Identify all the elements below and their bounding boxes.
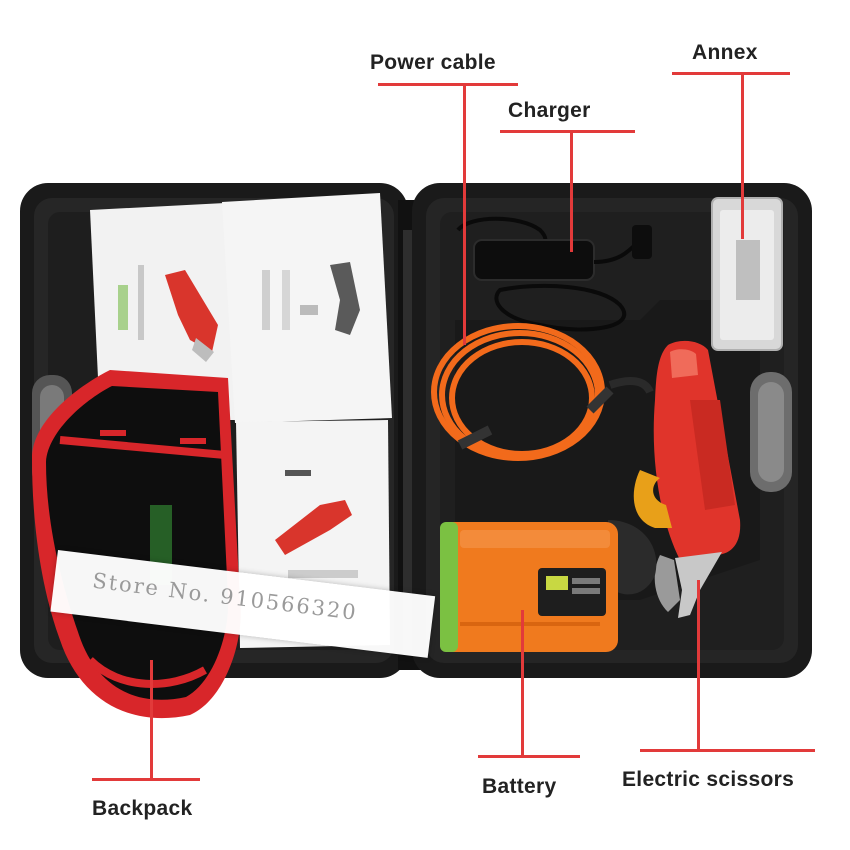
annex-leader <box>741 74 744 239</box>
power-cable-coil <box>431 323 654 461</box>
power-cable-underline <box>378 83 518 86</box>
power-cable-leader <box>463 85 466 345</box>
electric-scissors <box>605 340 741 618</box>
annex-box <box>711 197 783 351</box>
charger-underline <box>500 130 635 133</box>
backpack-underline <box>92 778 200 781</box>
manual-2 <box>222 193 392 423</box>
label-backpack: Backpack <box>92 797 193 820</box>
label-electric-scissors: Electric scissors <box>622 768 795 791</box>
label-power-cable: Power cable <box>370 51 496 74</box>
charger-leader <box>570 132 573 252</box>
battery-underline <box>478 755 580 758</box>
battery-leader <box>521 610 524 756</box>
electric-scissors-underline <box>640 749 815 752</box>
manual-1 <box>90 203 240 420</box>
label-charger: Charger <box>508 99 591 122</box>
charger-adapter <box>456 216 652 332</box>
backpack-leader <box>150 660 153 780</box>
label-battery: Battery <box>482 775 557 798</box>
electric-scissors-leader <box>697 580 700 750</box>
label-annex: Annex <box>692 41 758 64</box>
annex-underline <box>672 72 790 75</box>
battery-pack <box>440 522 618 652</box>
